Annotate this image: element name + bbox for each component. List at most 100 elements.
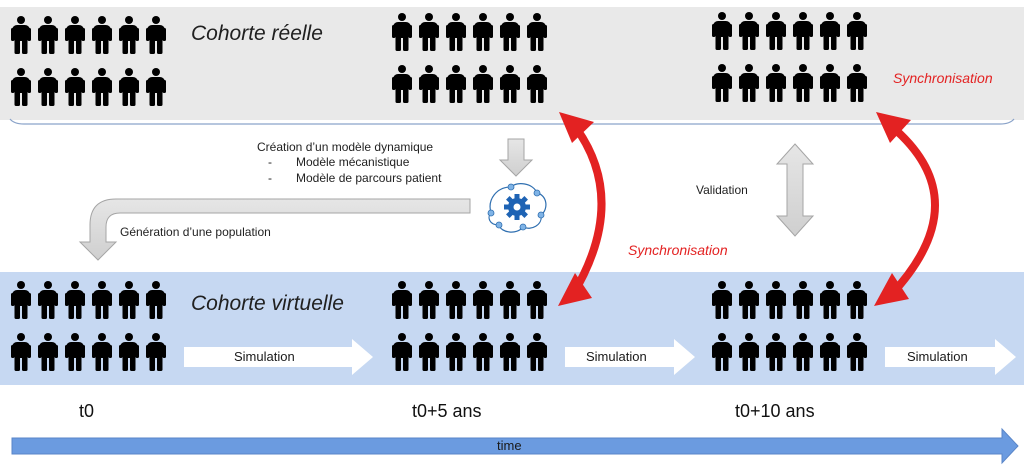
person-icon — [65, 281, 85, 324]
person-icon — [500, 13, 520, 56]
person-icon — [766, 281, 786, 324]
person-icon — [527, 333, 547, 376]
person-icon — [92, 68, 112, 111]
sync-arrowhead-2-top — [876, 112, 911, 143]
simulation-arrow-1 — [184, 339, 373, 375]
person-icon — [820, 12, 840, 55]
person-icon — [500, 65, 520, 108]
model-item-1: Modèle mécanistique — [296, 155, 410, 169]
person-icon — [419, 281, 439, 324]
person-icon — [92, 333, 112, 376]
person-icon — [473, 65, 493, 108]
person-icon — [119, 68, 139, 111]
person-icon — [419, 65, 439, 108]
person-icon — [119, 16, 139, 59]
person-icon — [793, 64, 813, 107]
person-icon — [847, 12, 867, 55]
person-icon — [766, 333, 786, 376]
generation-label: Génération d’une population — [120, 225, 271, 239]
person-icon — [820, 64, 840, 107]
sync-label-middle: Synchronisation — [628, 242, 728, 258]
person-icon — [38, 16, 58, 59]
person-icon — [38, 68, 58, 111]
person-icon — [766, 64, 786, 107]
person-icon — [65, 68, 85, 111]
person-icon — [119, 281, 139, 324]
person-icon — [119, 333, 139, 376]
person-icon — [820, 333, 840, 376]
simulation-label-3: Simulation — [907, 349, 968, 364]
person-icon — [38, 333, 58, 376]
person-icon — [419, 333, 439, 376]
virtual-cohort-title: Cohorte virtuelle — [191, 292, 344, 315]
person-icon — [847, 333, 867, 376]
model-down-arrow — [498, 138, 534, 177]
person-icon — [739, 333, 759, 376]
sync-arrow-1 — [568, 121, 606, 300]
person-icon — [739, 64, 759, 107]
timepoint-t10: t0+10 ans — [735, 401, 815, 421]
person-icon — [65, 16, 85, 59]
person-icon — [712, 281, 732, 324]
person-icon — [473, 333, 493, 376]
person-icon — [11, 333, 31, 376]
person-icon — [419, 13, 439, 56]
time-axis-label: time — [497, 438, 522, 453]
person-icon — [527, 281, 547, 324]
person-icon — [11, 16, 31, 59]
person-icon — [446, 281, 466, 324]
sync-arrow-2 — [886, 121, 939, 300]
person-icon — [527, 65, 547, 108]
sync-arrowhead-1-bottom — [558, 273, 592, 306]
real-cohort-title: Cohorte réelle — [191, 22, 323, 45]
person-icon — [146, 281, 166, 324]
person-icon — [446, 333, 466, 376]
person-icon — [793, 12, 813, 55]
person-icon — [500, 333, 520, 376]
person-icon — [92, 16, 112, 59]
person-icon — [500, 281, 520, 324]
person-icon — [446, 13, 466, 56]
validation-label: Validation — [696, 183, 748, 197]
person-icon — [739, 12, 759, 55]
model-item-bullet-1: - — [268, 155, 272, 169]
time-axis-arrow — [11, 427, 1019, 465]
person-icon — [392, 65, 412, 108]
person-icon — [65, 333, 85, 376]
sync-label-top: Synchronisation — [893, 70, 993, 86]
simulation-arrow-2 — [565, 339, 695, 375]
person-icon — [793, 333, 813, 376]
person-icon — [38, 281, 58, 324]
person-icon — [712, 64, 732, 107]
person-icon — [92, 281, 112, 324]
person-icon — [446, 65, 466, 108]
timepoint-t5: t0+5 ans — [412, 401, 482, 421]
person-icon — [473, 281, 493, 324]
person-icon — [392, 13, 412, 56]
person-icon — [739, 281, 759, 324]
person-icon — [793, 281, 813, 324]
model-item-bullet-2: - — [268, 171, 272, 185]
simulation-label-2: Simulation — [586, 349, 647, 364]
person-icon — [11, 68, 31, 111]
person-icon — [146, 333, 166, 376]
sync-arrowhead-1-top — [559, 112, 594, 143]
timepoint-t0: t0 — [79, 401, 95, 421]
person-icon — [766, 12, 786, 55]
person-icon — [392, 333, 412, 376]
person-icon — [146, 68, 166, 111]
person-icon — [392, 281, 412, 324]
person-icon — [473, 13, 493, 56]
person-icon — [847, 64, 867, 107]
generation-arrow — [78, 198, 471, 261]
person-icon — [11, 281, 31, 324]
simulation-label-1: Simulation — [234, 349, 295, 364]
model-creation-title: Création d’un modèle dynamique — [257, 140, 434, 154]
person-icon — [146, 16, 166, 59]
simulation-arrow-3 — [885, 339, 1016, 375]
person-icon — [820, 281, 840, 324]
gear-brain-icon — [487, 183, 547, 233]
person-icon — [712, 333, 732, 376]
person-icon — [847, 281, 867, 324]
